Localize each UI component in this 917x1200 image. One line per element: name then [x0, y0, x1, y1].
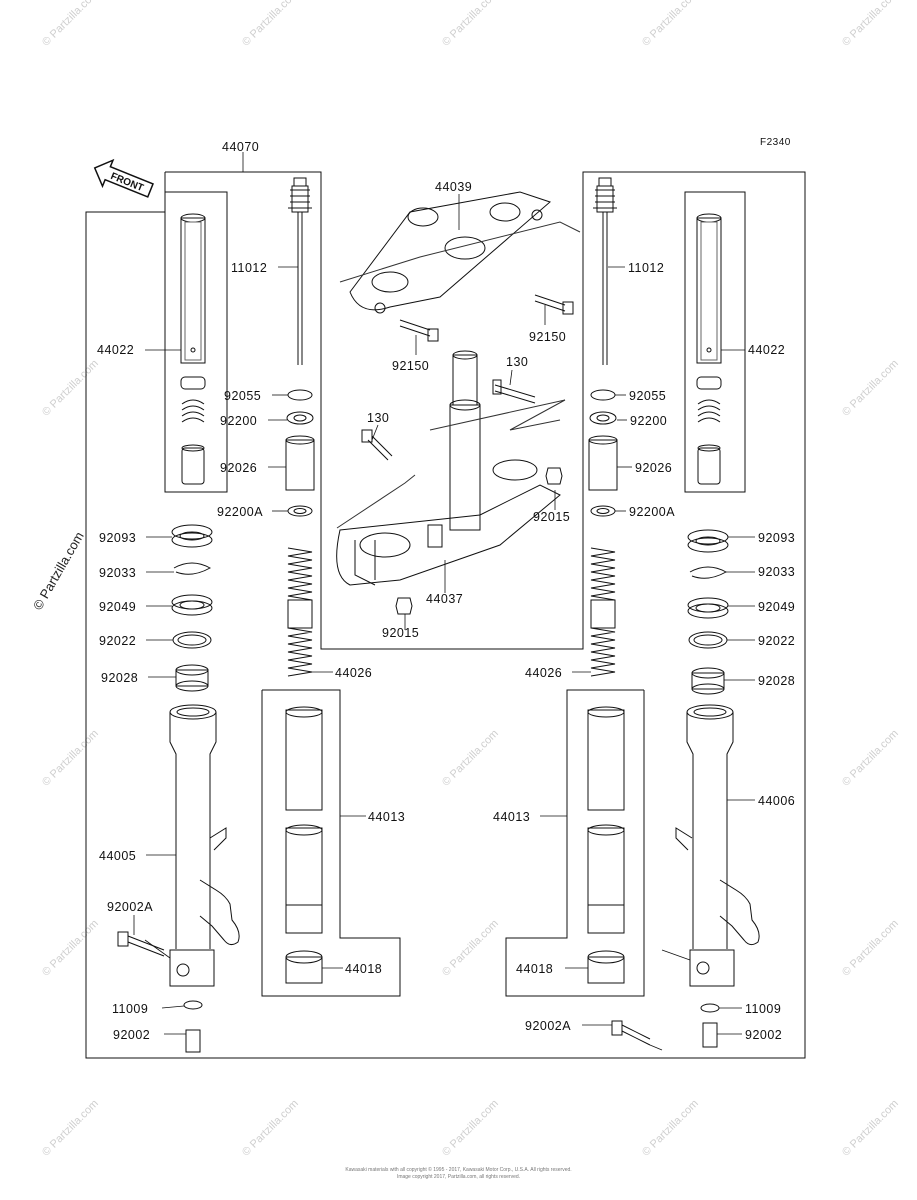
part-label-44013-right: 44013 [493, 810, 531, 824]
part-label-92028-right: 92028 [758, 674, 796, 688]
part-label-92033-right: 92033 [758, 565, 796, 579]
part-label-92033-left: 92033 [99, 566, 137, 580]
part-label-92200A-right: 92200A [629, 505, 676, 519]
lower-triple-clamp [336, 459, 561, 586]
part-label-44026-right: 44026 [525, 666, 563, 680]
stem-bolts [361, 379, 563, 615]
left-rod-parts [180, 376, 206, 485]
upper-clamp-bolts [399, 294, 574, 342]
part-label-92002-right: 92002 [745, 1028, 783, 1042]
part-label-11009-right: 11009 [745, 1002, 782, 1016]
part-label-44005: 44005 [99, 849, 137, 863]
right-cap-box [684, 191, 746, 493]
part-label-92055-right: 92055 [629, 389, 667, 403]
left-seal-stack [171, 524, 213, 692]
outer-frame [85, 171, 806, 1059]
part-label-92026-left: 92026 [220, 461, 258, 475]
part-label-92200-left: 92200 [220, 414, 258, 428]
left-spacer-stack [285, 389, 315, 517]
part-label-92150-b: 92150 [529, 330, 567, 344]
part-label-92200-right: 92200 [630, 414, 668, 428]
left-fork-spring [287, 547, 313, 677]
footer-copyright-line2: Image copyright 2017, Partzilla.com, all… [396, 1174, 521, 1180]
part-label-11009-left: 11009 [112, 1002, 149, 1016]
left-damper-rod [180, 213, 206, 364]
part-label-130-b: 130 [367, 411, 390, 425]
part-label-44039: 44039 [435, 180, 473, 194]
right-damper-rod [696, 213, 722, 364]
part-label-44070: 44070 [222, 140, 260, 154]
footer-copyright-line1: Kawasaki materials with all copyright © … [345, 1167, 572, 1173]
part-label-44022-right: 44022 [748, 343, 786, 357]
right-fork-spring [590, 547, 616, 677]
part-label-92093-left: 92093 [99, 531, 137, 545]
right-seal-stack [687, 529, 729, 695]
steering-stem [449, 350, 481, 531]
part-label-92055-left: 92055 [224, 389, 262, 403]
part-label-92015-b: 92015 [382, 626, 420, 640]
right-fork-cap-bolt [593, 177, 617, 365]
upper-triple-clamp [349, 191, 551, 314]
part-label-92022-left: 92022 [99, 634, 137, 648]
left-inner-tube-box [261, 689, 401, 997]
part-label-11012-right: 11012 [628, 261, 665, 275]
part-label-44018-left: 44018 [345, 962, 383, 976]
left-fork-cap-bolt [288, 177, 312, 365]
part-label-92002-left: 92002 [113, 1028, 151, 1042]
part-label-44018-right: 44018 [516, 962, 554, 976]
right-spacer-stack [588, 389, 618, 517]
figure-id: F2340 [760, 137, 791, 148]
part-label-44013-left: 44013 [368, 810, 406, 824]
assembly-lines [336, 221, 581, 529]
part-label-92002A-right: 92002A [525, 1019, 572, 1033]
part-label-92150-a: 92150 [392, 359, 430, 373]
part-label-92002A-left: 92002A [107, 900, 154, 914]
left-outer-tube [169, 704, 240, 987]
part-label-92028-left: 92028 [101, 671, 139, 685]
part-label-11012-left: 11012 [231, 261, 268, 275]
front-arrow-icon: FRONT [93, 158, 154, 198]
part-label-92015-a: 92015 [533, 510, 571, 524]
part-label-92022-right: 92022 [758, 634, 796, 648]
part-label-44006: 44006 [758, 794, 796, 808]
part-label-44037: 44037 [426, 592, 464, 606]
part-label-130-a: 130 [506, 355, 529, 369]
right-bottom-bolts [611, 1003, 720, 1048]
right-inner-tube-box [505, 689, 645, 997]
part-label-44026-left: 44026 [335, 666, 373, 680]
part-label-92049-right: 92049 [758, 600, 796, 614]
part-label-92026-right: 92026 [635, 461, 673, 475]
part-label-92093-right: 92093 [758, 531, 796, 545]
left-cap-box [164, 191, 228, 493]
part-label-92049-left: 92049 [99, 600, 137, 614]
left-bottom-bolts [117, 931, 203, 1053]
right-outer-tube [675, 704, 760, 987]
right-rod-parts [696, 376, 722, 485]
part-label-92200A-left: 92200A [217, 505, 264, 519]
part-label-44022-left: 44022 [97, 343, 135, 357]
leader-lines [133, 152, 755, 1051]
